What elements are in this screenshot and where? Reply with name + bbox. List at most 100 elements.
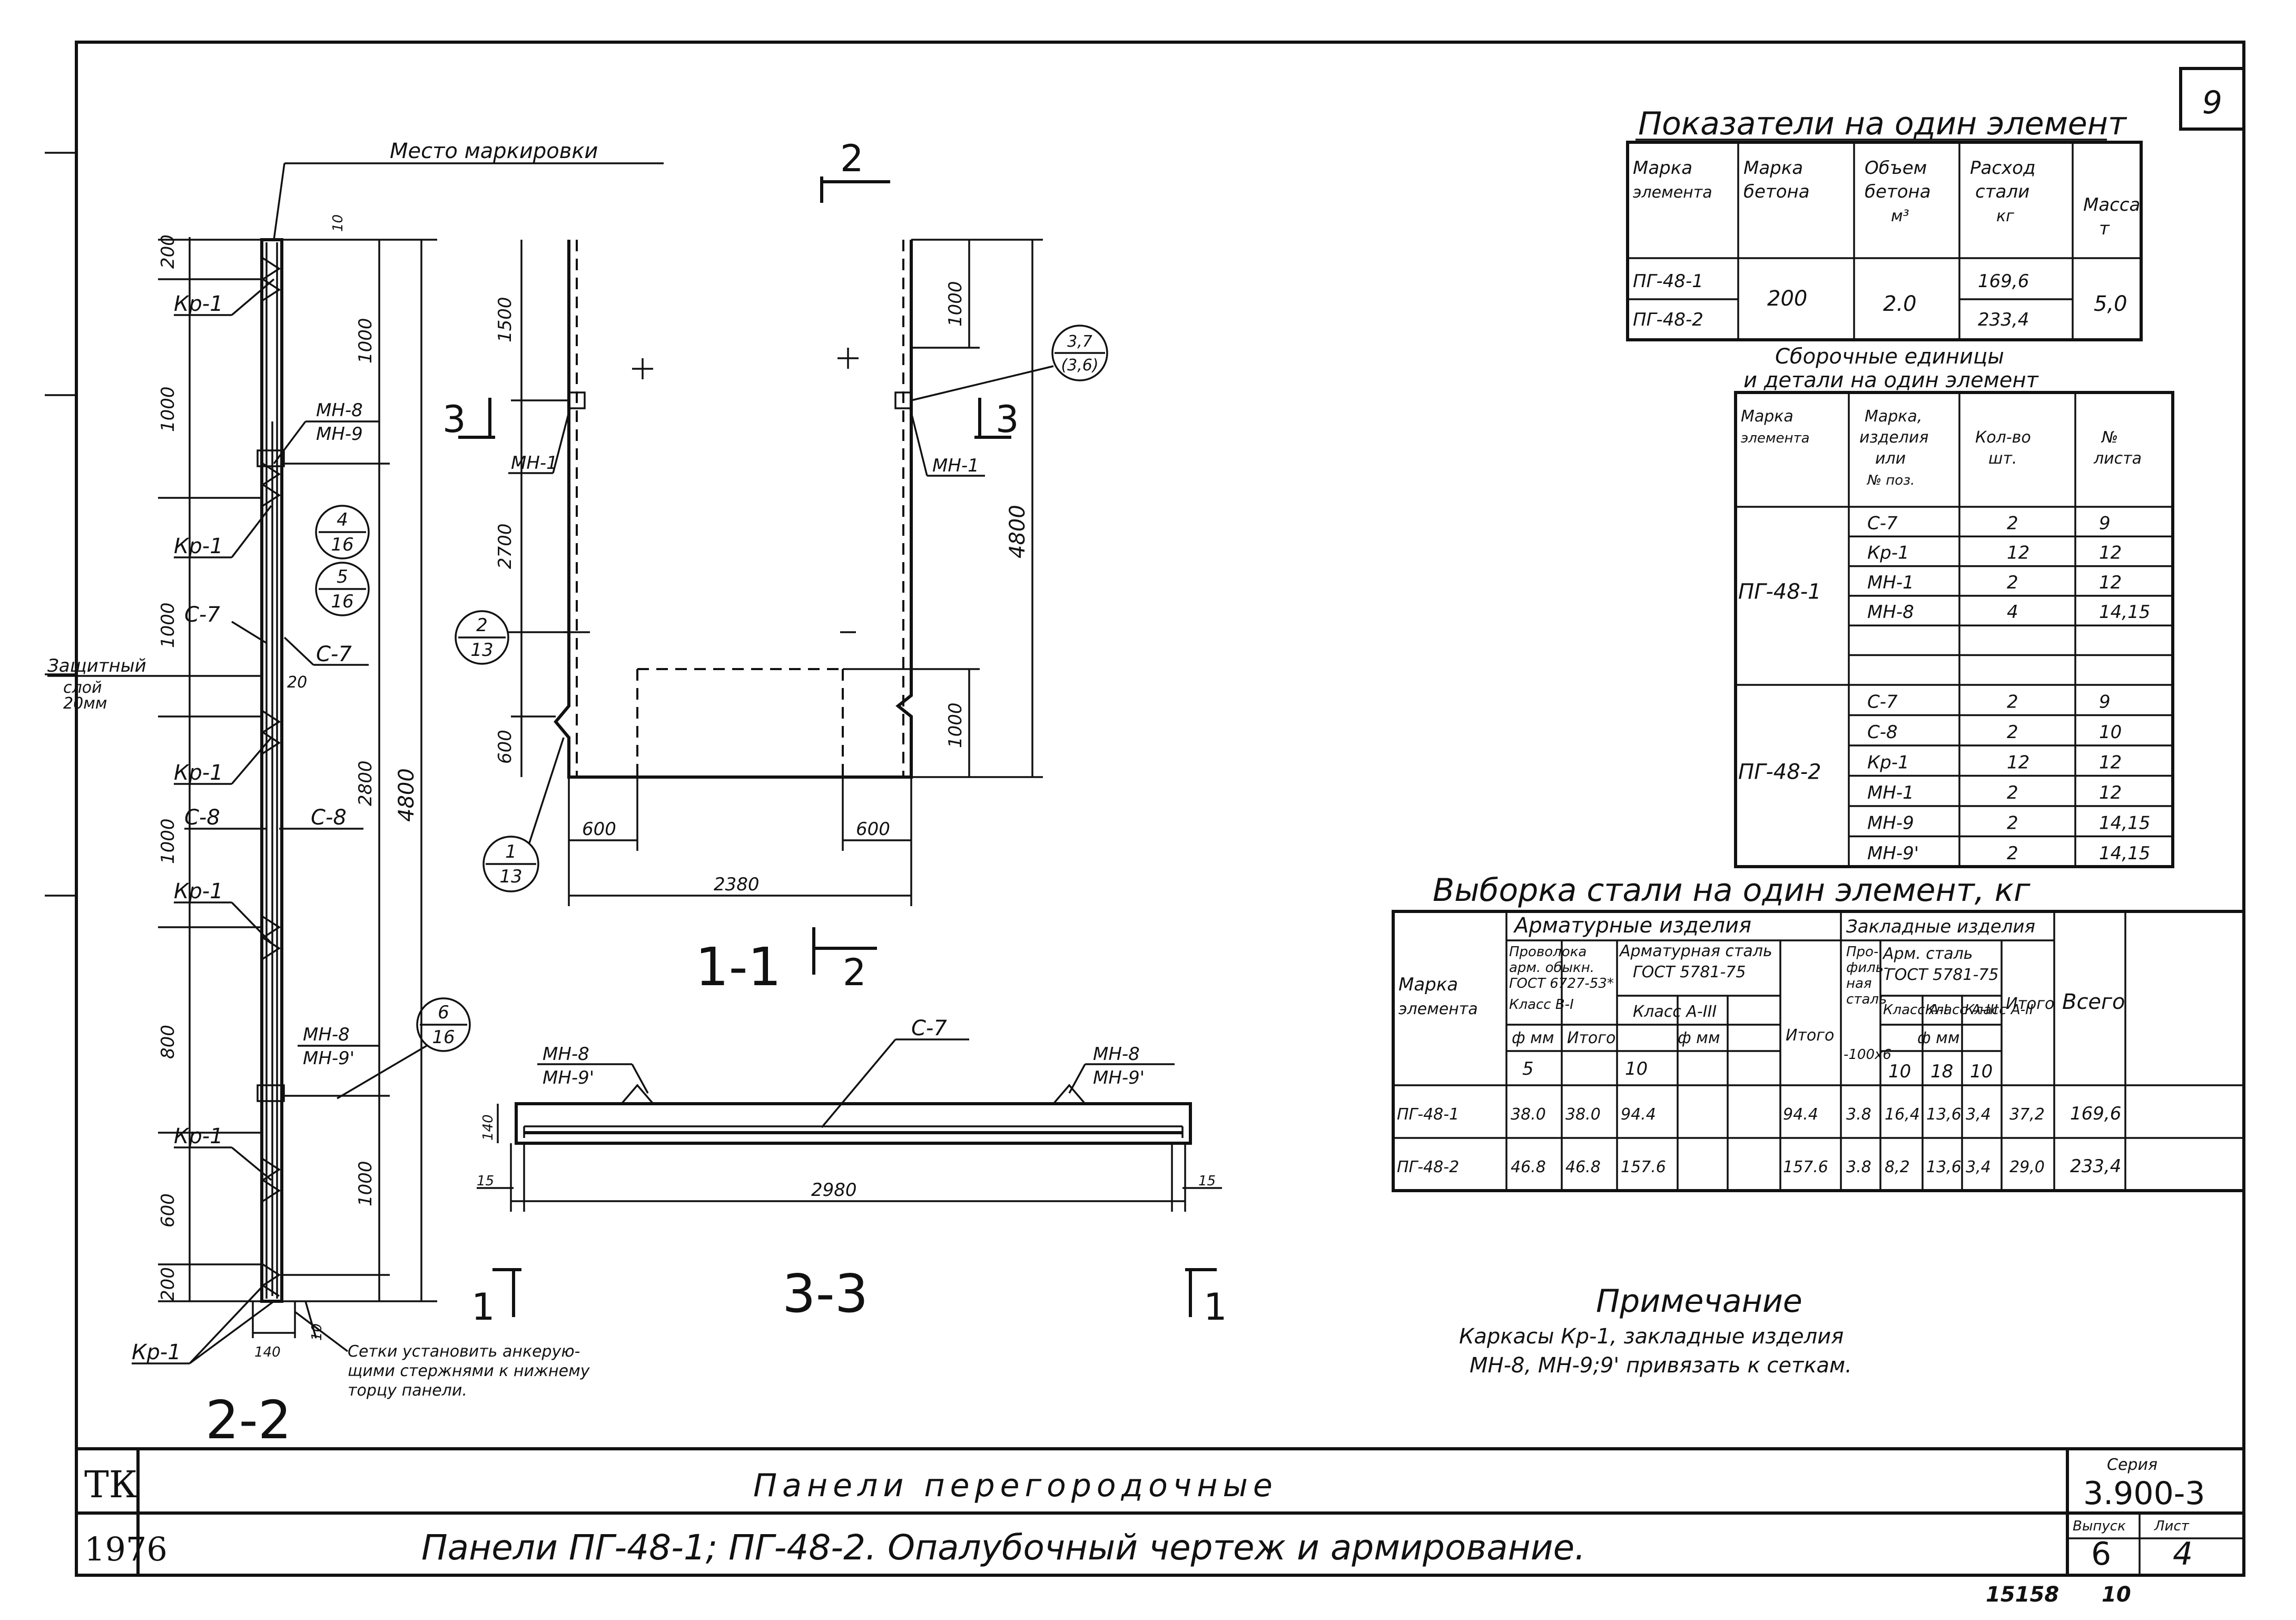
- callout-circle: [1051, 325, 1108, 381]
- steel-header-prof-4: сталь: [1846, 991, 1887, 1007]
- assembly-part-qty: 2: [2007, 782, 2018, 803]
- steel-cell-prof: 3.8: [1846, 1105, 1871, 1124]
- steel-cell-etot: 37,2: [2009, 1105, 2045, 1124]
- steel-cell-a2: 3,4: [1966, 1105, 1991, 1124]
- steel-cell-wtot: 38.0: [1565, 1105, 1601, 1124]
- label-c7-right: С-7: [316, 642, 352, 666]
- callout-4-top: 4: [337, 509, 348, 531]
- issue-label: Выпуск: [2073, 1518, 2126, 1534]
- indicators-title: Показатели на один элемент: [1638, 105, 2127, 142]
- section-title-2-2: 2-2: [205, 1389, 291, 1451]
- frame-zigzag: [261, 916, 281, 960]
- steel-cell-rtot: 94.4: [1783, 1105, 1818, 1124]
- steel-cell-grand: 169,6: [2070, 1103, 2121, 1124]
- dim-200-top: 200: [157, 234, 179, 269]
- callout-2-bottom: 13: [470, 640, 493, 661]
- note-line2: МН-8, МН-9;9' привязать к сеткам.: [1470, 1353, 1852, 1378]
- assembly-part-mark: Кр-1: [1867, 543, 1909, 564]
- section-mark-3-left: 3: [442, 398, 466, 441]
- callout-4-bottom: 16: [331, 534, 353, 555]
- leader-line: [231, 1146, 272, 1181]
- frame-zigzag: [261, 1158, 281, 1202]
- frame-zigzag: [261, 1263, 281, 1297]
- label-kr1: Кр-1: [174, 1124, 223, 1148]
- assembly-title-2: и детали на один элемент: [1743, 368, 2039, 392]
- label-protect-1: Защитный: [47, 655, 146, 676]
- header-mass-2: т: [2099, 218, 2110, 239]
- leader-line: [231, 278, 275, 316]
- leader-line: [911, 365, 1054, 401]
- steel-cell-a1: 16,4: [1885, 1105, 1920, 1124]
- panel-elevation-outline: [554, 240, 913, 779]
- label-mn9: МН-9: [316, 424, 363, 445]
- dim-140: 140: [254, 1344, 281, 1360]
- leader-line: [231, 505, 272, 558]
- assembly-part-mark: МН-9: [1867, 813, 1914, 834]
- panel-plan-outline: [515, 1102, 1192, 1145]
- year: 1976: [84, 1530, 167, 1568]
- title-block: ТК 1976 Панели перегородочные Панели ПГ-…: [84, 1456, 2205, 1607]
- assembly-header-3b: шт.: [1988, 449, 2017, 468]
- steel-cell-wire: 46.8: [1511, 1158, 1546, 1176]
- callout-6-top: 6: [438, 1002, 449, 1023]
- series-label: Серия: [2107, 1456, 2157, 1474]
- steel-header-total-1: Итого: [1567, 1029, 1615, 1047]
- steel-header-arm-steel-1: Арм. сталь: [1882, 945, 1973, 963]
- steel-header-dia-2: ф мм: [1678, 1029, 1720, 1047]
- label-mn9p-33: МН-9': [543, 1067, 594, 1088]
- assembly-part-mark: С-7: [1867, 513, 1898, 534]
- concrete-volume: 2.0: [1883, 292, 1917, 316]
- label-c7: С-7: [184, 603, 220, 627]
- issue-number: 6: [2091, 1536, 2111, 1573]
- header-volume-3: м³: [1891, 207, 1909, 225]
- assembly-header-2c: или: [1875, 449, 1906, 468]
- steel-cell-a1: 8,2: [1885, 1158, 1910, 1176]
- label-mn8-33: МН-8: [543, 1044, 589, 1065]
- concrete-grade: 200: [1767, 287, 1807, 311]
- steel-header-dia-1: ф мм: [1512, 1029, 1554, 1047]
- leader-line: [294, 1311, 349, 1352]
- assembly-header-1a: Марка: [1741, 407, 1794, 426]
- assembly-header-4a: №: [2101, 428, 2118, 447]
- steel-header-prof-1: Про-: [1846, 944, 1878, 960]
- steel-prof-size: -100х6: [1844, 1047, 1891, 1063]
- label-mn9p: МН-9': [303, 1048, 354, 1069]
- steel-cell-a2: 3,4: [1966, 1158, 1991, 1176]
- steel-dia-18: 18: [1930, 1061, 1953, 1082]
- indicators-table: Показатели на один элемент Марка элемент…: [1626, 105, 2143, 341]
- assembly-header-1b: элемента: [1741, 430, 1810, 446]
- callout-circle: [315, 562, 370, 616]
- embedded-part: [257, 449, 285, 467]
- dim-200-bottom: 200: [157, 1267, 179, 1301]
- assembly-element-mark: ПГ-48-2: [1738, 760, 1821, 784]
- callout-circle: [455, 610, 509, 665]
- steel-header-total-3: Итого: [2006, 995, 2054, 1013]
- dim-1000: 1000: [157, 386, 179, 432]
- assembly-part-sheet: 10: [2099, 722, 2122, 743]
- assembly-part-qty: 2: [2007, 572, 2018, 593]
- assembly-part-sheet: 9: [2099, 513, 2111, 534]
- stamp-number: 15158: [1986, 1583, 2059, 1607]
- label-kr1: Кр-1: [174, 879, 223, 904]
- dim-1000-right: 1000: [945, 281, 966, 327]
- leader-line: [1068, 1064, 1086, 1094]
- label-mn9p-33-right: МН-9': [1093, 1067, 1145, 1088]
- steel-cell-mark: ПГ-48-1: [1397, 1105, 1459, 1124]
- header-element-mark-1: Марка: [1633, 158, 1692, 179]
- dim-15-left: 15: [477, 1173, 494, 1189]
- dim-600: 600: [157, 1193, 179, 1228]
- assembly-part-qty: 2: [2007, 843, 2018, 864]
- section-title-1-1: 1-1: [695, 936, 781, 998]
- label-mn1-left: МН-1: [511, 453, 558, 474]
- assembly-header-2a: Марка,: [1865, 407, 1922, 426]
- dim-4800-elev: 4800: [1006, 505, 1030, 558]
- label-mn1-right: МН-1: [932, 455, 979, 476]
- assembly-part-sheet: 14,15: [2099, 602, 2150, 623]
- title-line2: Панели ПГ-48-1; ПГ-48-2. Опалубочный чер…: [421, 1527, 1585, 1568]
- steel-header-rebar: Арматурные изделия: [1513, 914, 1751, 938]
- leader-line: [283, 636, 314, 666]
- callout-2-top: 2: [476, 615, 488, 636]
- label-mn8: МН-8: [316, 400, 363, 421]
- steel-dia-10: 10: [1625, 1058, 1648, 1079]
